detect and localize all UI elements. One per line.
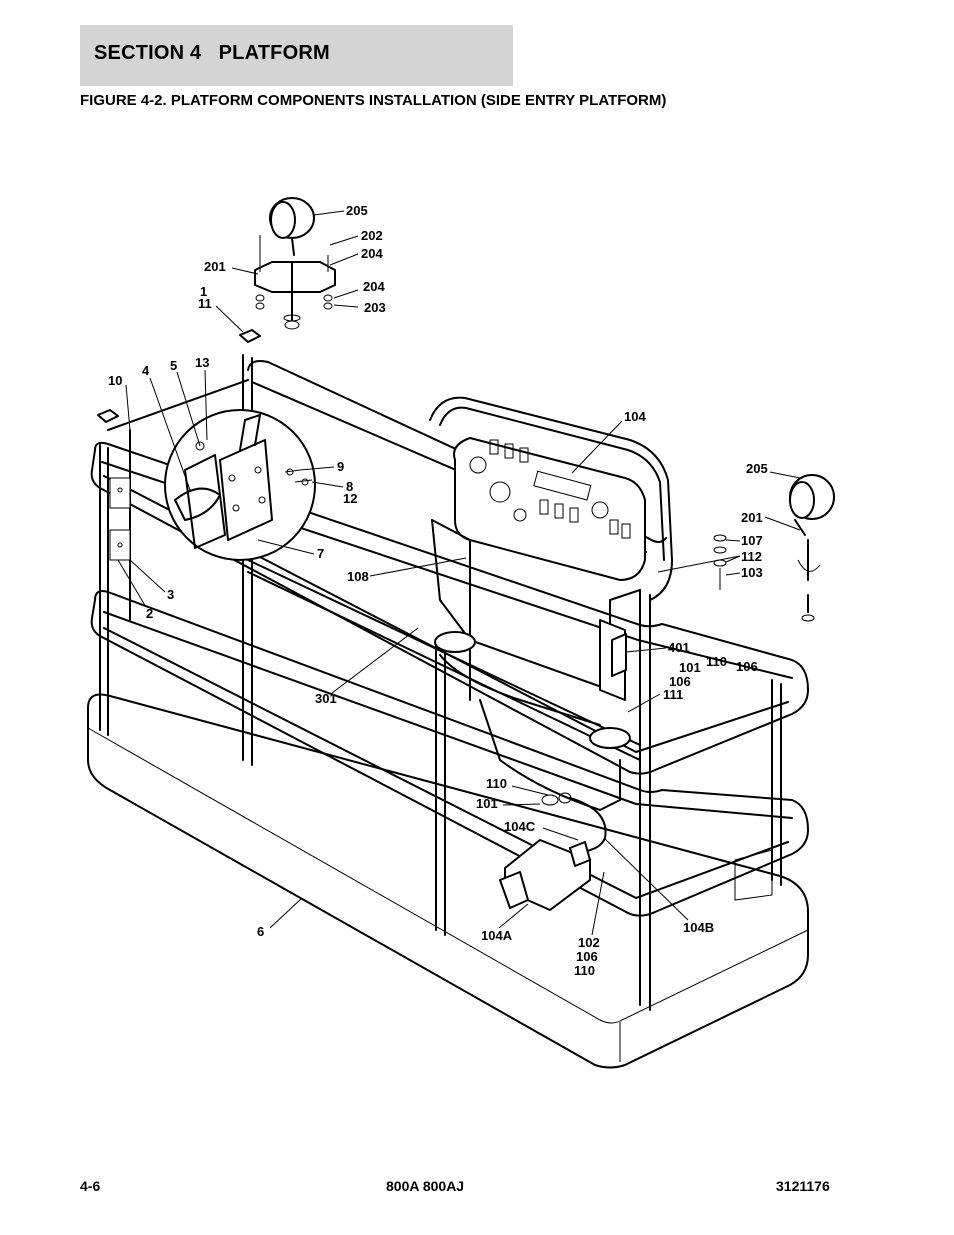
- callout-205-top: 205: [346, 203, 368, 218]
- callout-labels: 205 202 204 201 204 203 1 11 10 4 5 13 9…: [108, 203, 768, 978]
- footer-model: 800A 800AJ: [386, 1178, 465, 1194]
- callout-201-right: 201: [741, 510, 763, 525]
- callout-106-right: 106: [736, 659, 758, 674]
- callout-5: 5: [170, 358, 177, 373]
- light-assembly-right: [713, 474, 835, 622]
- callout-108: 108: [347, 569, 369, 584]
- footer-page-number: 4-6: [80, 1178, 101, 1194]
- callout-4: 4: [142, 363, 150, 378]
- callout-3: 3: [167, 587, 174, 602]
- callout-203: 203: [364, 300, 386, 315]
- callout-205-right: 205: [746, 461, 768, 476]
- section-title: SECTION 4 PLATFORM: [94, 42, 330, 64]
- callout-102: 102: [578, 935, 600, 950]
- section-header-bar: SECTION 4 PLATFORM: [80, 25, 513, 86]
- callout-401: 401: [668, 640, 690, 655]
- callout-111: 111: [663, 687, 683, 702]
- callout-6: 6: [257, 924, 264, 939]
- callout-110-mid: 110: [486, 776, 507, 791]
- hinge-detail-circle: [164, 409, 316, 561]
- callout-107: 107: [741, 533, 763, 548]
- callout-1: 1: [200, 284, 207, 299]
- callout-106-mid: 106: [669, 674, 691, 689]
- callout-12: 12: [343, 491, 357, 506]
- figure-title: FIGURE 4-2. PLATFORM COMPONENTS INSTALLA…: [80, 92, 667, 109]
- callout-110-right: 110: [706, 654, 727, 669]
- post-caps: [97, 329, 261, 423]
- gate-hinge: [109, 477, 131, 561]
- leader-lines: [117, 210, 801, 936]
- callout-101-right: 101: [679, 660, 701, 675]
- callout-104A: 104A: [481, 928, 513, 943]
- callout-9: 9: [337, 459, 344, 474]
- callout-103: 103: [741, 565, 763, 580]
- platform-mid-rails: [90, 559, 809, 917]
- footswitch-assembly: [499, 792, 607, 911]
- callout-11: 11: [198, 296, 212, 311]
- platform-base: [87, 693, 809, 1069]
- callout-104: 104: [624, 409, 646, 424]
- callout-101-mid: 101: [476, 796, 498, 811]
- callout-112: 112: [741, 549, 762, 564]
- callout-202: 202: [361, 228, 383, 243]
- callout-8: 8: [346, 479, 353, 494]
- bracket-401: [611, 633, 627, 677]
- callout-2: 2: [146, 606, 153, 621]
- side-panel: [734, 849, 773, 901]
- callout-204-top: 204: [361, 246, 383, 261]
- control-box: [429, 396, 673, 811]
- callout-104B: 104B: [683, 920, 714, 935]
- callout-204-bottom: 204: [363, 279, 385, 294]
- callout-7: 7: [317, 546, 324, 561]
- callout-106-bottom: 106: [576, 949, 598, 964]
- callout-201-top: 201: [204, 259, 226, 274]
- callout-301: 301: [315, 691, 337, 706]
- callout-10: 10: [108, 373, 122, 388]
- callout-13: 13: [195, 355, 209, 370]
- callout-110-bottom: 110: [574, 963, 595, 978]
- footer-part-number: 3121176: [776, 1178, 830, 1194]
- callout-104C: 104C: [504, 819, 536, 834]
- light-assembly-top: [254, 197, 336, 330]
